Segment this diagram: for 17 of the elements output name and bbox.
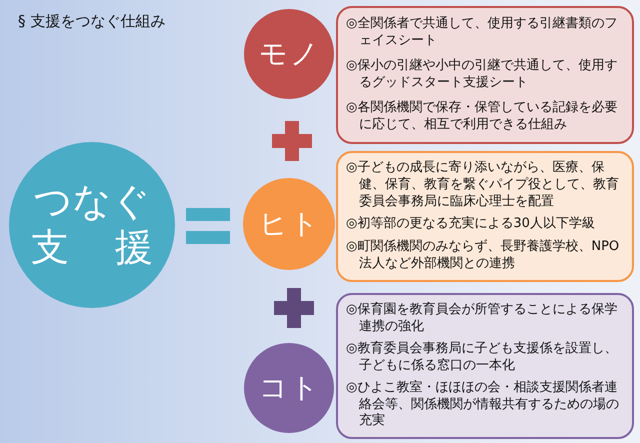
circle-label: つなぐ支援 xyxy=(31,179,153,271)
title: § 支援をつなぐ仕組み xyxy=(18,12,166,31)
bullet-text: ◎ひよこ教室・ほほほの会・相談支援関係者連絡会等、関係機関が情報共有するための場の充実 xyxy=(346,380,620,430)
bullet-text: ◎保小の引継や小中の引継で共通して、使用するグッドスタート支援シート xyxy=(346,58,618,92)
circle-label: モノ xyxy=(259,37,319,71)
circle-label: コト xyxy=(259,371,319,405)
text-box xyxy=(336,293,634,439)
bullet-text: ◎保育園を教育員会が所管することによる保学連携の強化 xyxy=(346,302,618,336)
bullet-text: ◎町関係機関のみならず、長野養護学校、NPO法人など外部機関との連携 xyxy=(346,239,620,274)
bullet-text: ◎子どもの成長に寄り添いながら、医療、保健、保育、教育を繋ぐパイプ役として、教育委員会事務局に臨床心理士を配置 xyxy=(346,160,620,211)
bullet-text: ◎初等部の更なる充実による30人以下学級 xyxy=(346,216,596,234)
circle-label: ヒト xyxy=(259,207,319,241)
bullet-text: ◎各関係機関で保存・保管している記録を必要に応じて、相互で利用できる仕組み xyxy=(346,100,618,134)
text-box xyxy=(336,6,634,144)
bullet-text: ◎教育委員会事務局に子ども支援係を設置し、子どもに係る窓口の一本化 xyxy=(346,340,618,374)
text-box xyxy=(336,151,634,282)
bullet-text: ◎全関係者で共通して、使用する引継書類のフェイスシート xyxy=(346,16,618,50)
